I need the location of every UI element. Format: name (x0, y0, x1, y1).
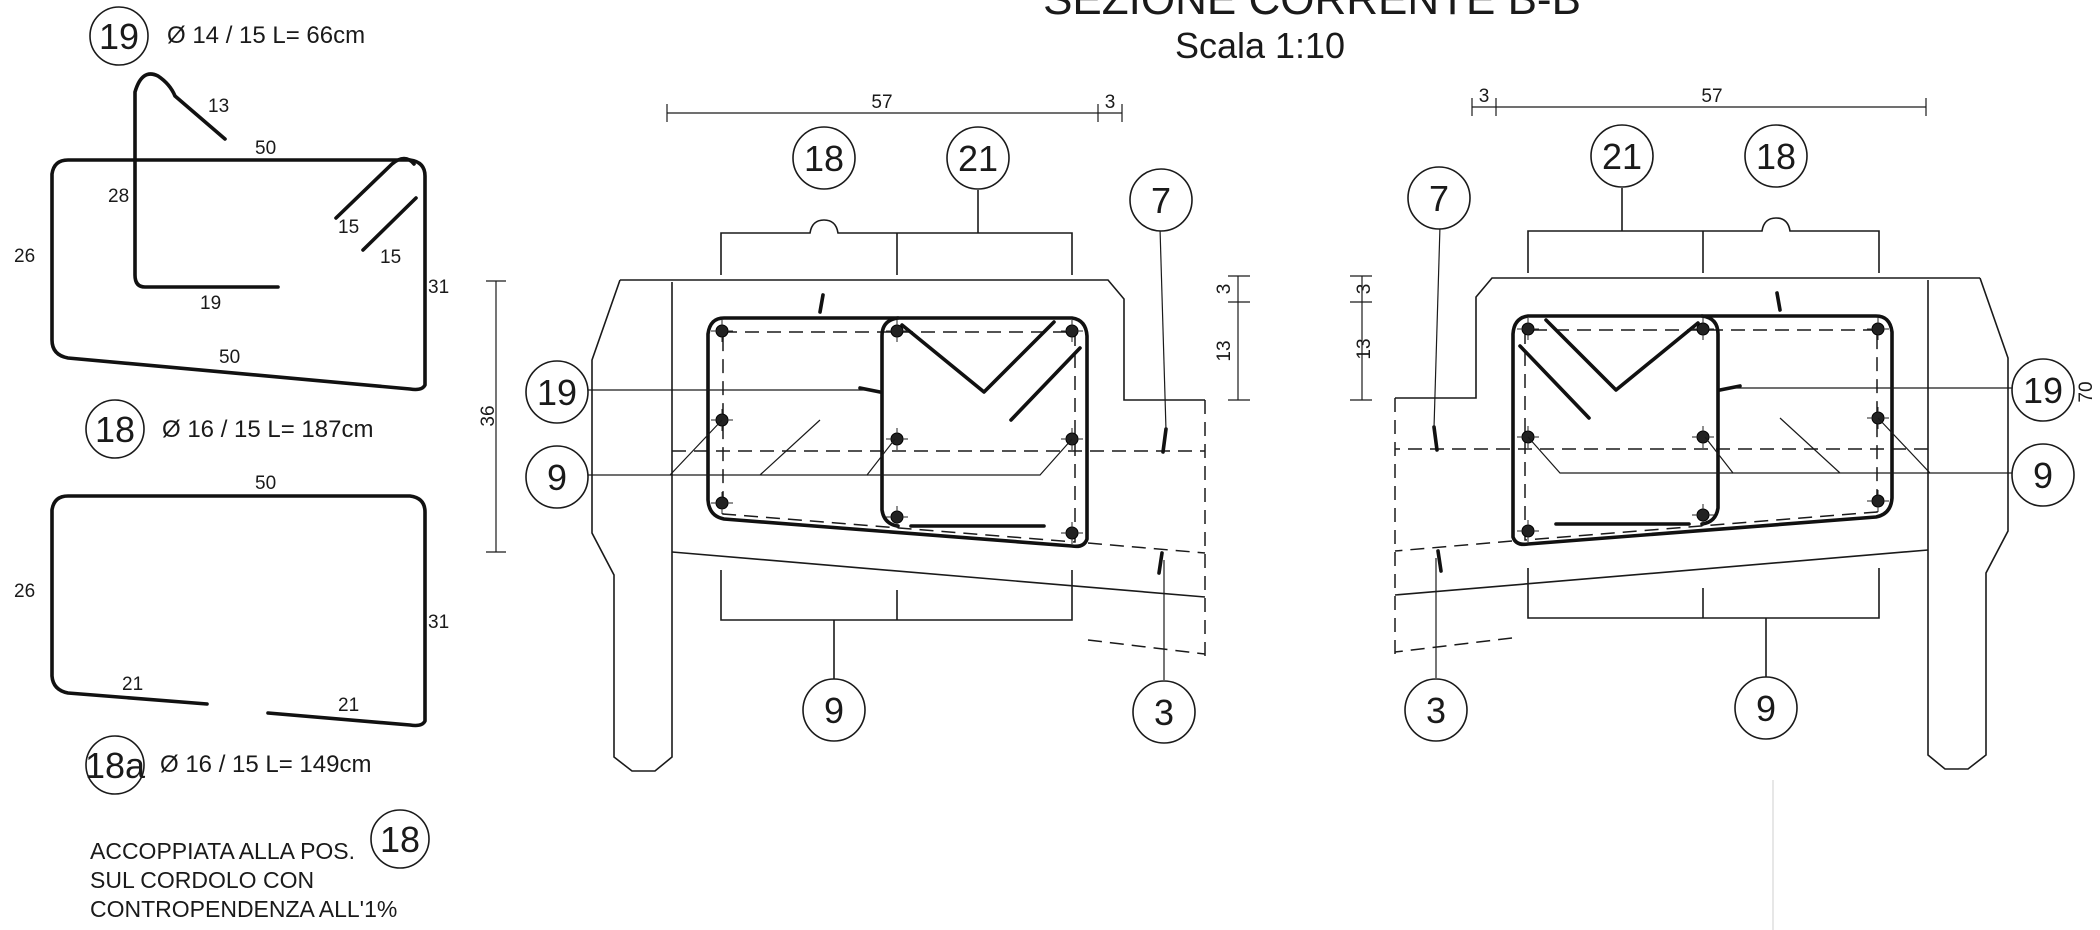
edge-label: 70 (2076, 381, 2097, 402)
bar-schedule: 19 Ø 14 / 15 L= 66cm 13 50 28 26 15 15 3… (14, 6, 449, 922)
note-ref-circle (370, 809, 430, 869)
left-callout-7: 7 (1129, 168, 1193, 232)
right-callout-18-circle (1744, 124, 1808, 188)
left-height-dimension: 36 (478, 280, 506, 553)
left-callout-3: 3 (1132, 680, 1196, 744)
right-callout-7-circle (1407, 166, 1471, 230)
svg-text:9: 9 (824, 690, 844, 731)
left-callout-19: 19 (525, 360, 589, 424)
note-ref-mark: 18 (380, 819, 420, 860)
drawing-scale: Scala 1:10 (1175, 25, 1345, 66)
bar-18-mark-circle (85, 399, 145, 459)
bar-19-dim-bottom: 50 (219, 347, 240, 368)
right-dim-width: 57 (1701, 86, 1722, 107)
right-callout-21: 21 (1602, 136, 1642, 177)
bar-19-dim-hook: 13 (208, 96, 229, 117)
right-callout-9-bottom-circle (1734, 676, 1798, 740)
svg-text:19: 19 (537, 372, 577, 413)
right-dim-depth: 13 (1354, 338, 1375, 359)
left-callout-18: 18 (792, 126, 856, 190)
right-cover-dimension (1350, 275, 1372, 401)
right-callout-18: 18 (1756, 136, 1796, 177)
left-dim-height: 36 (478, 405, 499, 426)
bar-18a-mark: 18a (85, 745, 146, 786)
svg-text:21: 21 (958, 138, 998, 179)
right-callout-19: 19 (2023, 370, 2063, 411)
right-callout-3-circle (1404, 678, 1468, 742)
bar-19-dim-top: 50 (255, 138, 276, 159)
left-callout-21: 21 (946, 126, 1010, 190)
right-top-dimension (1471, 98, 1927, 116)
right-callout-9-side-circle (2011, 443, 2075, 507)
left-dim-top-cover: 3 (1214, 284, 1235, 295)
bar-18a-mark-circle (85, 735, 145, 795)
section-left: 57 3 36 3 13 (478, 92, 1250, 772)
note-line-1: ACCOPPIATA ALLA POS. (90, 838, 355, 864)
bar-18-dim-top: 50 (255, 473, 276, 494)
left-cover-dimension: 3 13 (1214, 275, 1250, 401)
bar-19-dim-diag1: 15 (338, 217, 359, 238)
section-right-labels: 57 3 3 13 18 21 7 19 9 9 3 70 (1354, 86, 2097, 731)
bar-19-dim-inner: 28 (108, 186, 129, 207)
note-line-2: SUL CORDOLO CON (90, 867, 314, 893)
bar-19-mark: 19 (99, 16, 139, 57)
svg-text:18: 18 (804, 138, 844, 179)
left-top-dimension: 57 3 (666, 92, 1123, 122)
left-dim-width: 57 (871, 92, 892, 113)
right-callout-9-side: 9 (2033, 455, 2053, 496)
svg-text:7: 7 (1151, 180, 1171, 221)
bar-19-spec-text: Ø 14 / 15 L= 66cm (167, 22, 365, 49)
bar-19-mark-circle (89, 6, 149, 66)
left-dim-depth: 13 (1214, 340, 1235, 361)
right-callout-21-circle (1590, 124, 1654, 188)
right-callout-7: 7 (1429, 178, 1449, 219)
left-callout-9-side: 9 (525, 445, 589, 509)
bar-18-shape: 50 26 31 21 21 (14, 473, 449, 728)
bar-18a-spec-text: Ø 16 / 15 L= 149cm (160, 751, 371, 778)
bar-19-shape: 13 50 28 26 15 15 31 19 50 (14, 72, 449, 392)
bar-18-spec-text: Ø 16 / 15 L= 187cm (162, 416, 373, 443)
section-right (1350, 98, 2075, 770)
left-dim-offset: 3 (1105, 92, 1116, 113)
left-callout-9-bottom: 9 (802, 678, 866, 742)
bar-18-dim-bottom-left: 21 (122, 674, 143, 695)
bar-19-dim-leg: 19 (200, 293, 221, 314)
right-callout-9-bottom: 9 (1756, 688, 1776, 729)
right-dim-offset: 3 (1479, 86, 1490, 107)
bar-18-spec: 18 Ø 16 / 15 L= 187cm (85, 399, 373, 459)
bar-18-dim-left: 26 (14, 581, 35, 602)
svg-text:3: 3 (1154, 692, 1174, 733)
bar-18a-spec: 18a Ø 16 / 15 L= 149cm (85, 735, 371, 795)
bar-18-dim-bottom-right: 21 (338, 695, 359, 716)
bar-18-dim-right: 31 (428, 612, 449, 633)
right-dim-top-cover: 3 (1354, 284, 1375, 295)
note-line-3: CONTROPENDENZA ALL'1% (90, 896, 397, 922)
right-callout-19-circle (2011, 358, 2075, 422)
drawing-title: SEZIONE CORRENTE B-B (1043, 0, 1581, 24)
coupling-note: ACCOPPIATA ALLA POS. SUL CORDOLO CON CON… (90, 809, 430, 922)
bar-18-mark: 18 (95, 409, 135, 450)
svg-text:9: 9 (547, 457, 567, 498)
bar-19-spec: 19 Ø 14 / 15 L= 66cm (89, 6, 365, 66)
bar-19-dim-right: 31 (428, 277, 449, 298)
bar-19-dim-left: 26 (14, 246, 35, 267)
right-callout-3: 3 (1426, 690, 1446, 731)
bar-19-dim-diag2: 15 (380, 247, 401, 268)
